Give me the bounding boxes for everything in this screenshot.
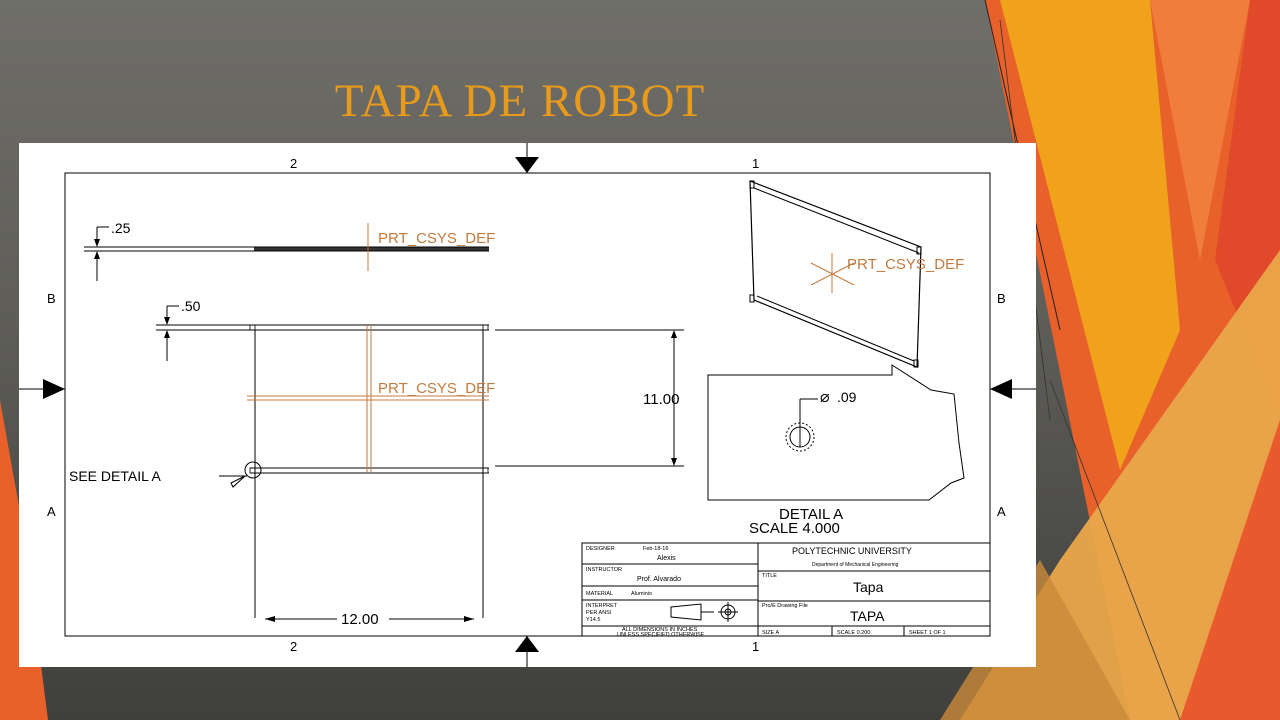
detail-title: DETAIL A: [779, 506, 843, 523]
top-edge-view: .25 PRT_CSYS_DEF: [84, 220, 495, 281]
zone-label: 2: [290, 639, 297, 654]
detail-scale: SCALE 4.000: [749, 520, 840, 537]
designer-label: DESIGNER: [586, 546, 615, 552]
width-dimension: 12.00: [341, 611, 379, 628]
zone-label: 2: [290, 156, 297, 171]
height-dimension: 11.00: [643, 391, 679, 408]
front-view: .50 PRT_CSYS_DEF 11.00 12.00 SEE DETAIL …: [69, 298, 684, 628]
hole-dimension-symbol: ⌀: [820, 389, 830, 406]
hole-dimension: .09: [837, 389, 857, 405]
title-label: TITLE: [762, 573, 777, 579]
interpret-note: PER ANSI: [586, 610, 612, 616]
zone-label: A: [997, 504, 1006, 519]
sheet-size: SIZE A: [762, 630, 779, 636]
zone-label: B: [47, 291, 56, 306]
isometric-csys: [810, 253, 855, 293]
file-name: TAPA: [850, 608, 885, 624]
instructor-label: INSTRUCTOR: [586, 567, 622, 573]
interpret-note: INTERPRET: [586, 603, 618, 609]
engineering-drawing: 2 1 2 1 B A B A .25 PRT_CSYS_DEF: [19, 143, 1036, 667]
zone-label: B: [997, 291, 1006, 306]
thickness-dimension: .25: [111, 220, 131, 236]
designer-name: Alexis: [657, 555, 676, 562]
detail-callout: SEE DETAIL A: [69, 468, 161, 484]
material-value: Aluminio: [631, 591, 652, 597]
department-name: Department of Mechanical Engineering: [812, 562, 899, 568]
designer-date: Feb-18-16: [643, 546, 668, 552]
material-label: MATERIAL: [586, 591, 613, 597]
part-title: Tapa: [853, 579, 884, 595]
dimensions-note: UNLESS SPECIFIED OTHERWISE: [617, 632, 705, 638]
third-angle-projection-symbol: [670, 602, 738, 622]
dimensions-note: ALL DIMENSIONS IN INCHES: [622, 627, 698, 633]
centering-arrows: [19, 143, 1036, 667]
csys-label: PRT_CSYS_DEF: [847, 256, 964, 273]
isometric-view: [749, 180, 922, 368]
offset-dimension: .50: [181, 298, 201, 314]
detail-a-view: ⌀ .09 DETAIL A SCALE 4.000: [707, 364, 965, 537]
zone-label: 1: [752, 156, 759, 171]
file-label: Pro/E Drawing File: [762, 603, 808, 609]
sheet-scale: SCALE 0.200: [837, 630, 870, 636]
csys-label: PRT_CSYS_DEF: [378, 230, 495, 247]
sheet-number: SHEET 1 OF 1: [909, 630, 946, 636]
csys-label: PRT_CSYS_DEF: [378, 380, 495, 397]
instructor-name: Prof. Alvarado: [637, 576, 681, 583]
interpret-note: Y14.5: [586, 617, 600, 623]
university-name: POLYTECHNIC UNIVERSITY: [792, 546, 912, 556]
zone-label: A: [47, 504, 56, 519]
title-block: DESIGNER Feb-18-16 Alexis INSTRUCTOR Pro…: [581, 542, 991, 638]
slide-title: TAPA DE ROBOT: [334, 75, 706, 127]
zone-label: 1: [752, 639, 759, 654]
